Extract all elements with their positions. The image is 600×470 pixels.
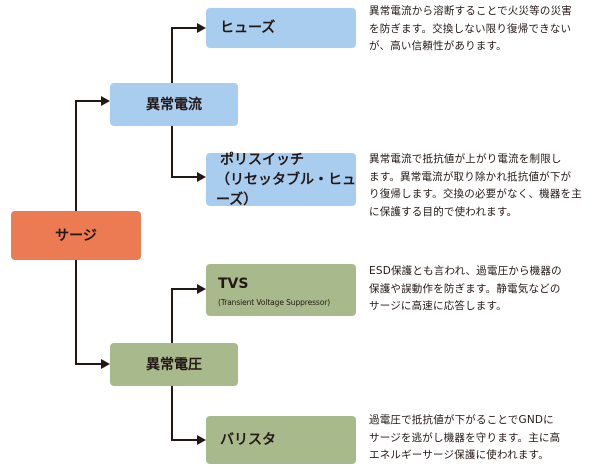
connector-voltage-varistor xyxy=(171,386,200,441)
connector-voltage-tvs xyxy=(171,288,200,343)
node-tvs-fullname: (Transient Voltage Suppressor) xyxy=(218,297,331,307)
description-line: ます。異常電流が取り除かれ抵抗値が下が xyxy=(369,170,572,183)
arrowhead-voltage xyxy=(101,359,110,369)
node-fuse: ヒューズ xyxy=(206,8,356,48)
arrowhead-current xyxy=(101,96,110,106)
arrowhead-tvs xyxy=(197,284,206,294)
node-varistor-label: バリスタ xyxy=(220,432,276,448)
connector-current-polyswitch xyxy=(171,126,200,178)
description-tvs: ESD保護とも言われ、過電圧から機器の 保護や誤動作を防ぎます。静電気などの サ… xyxy=(369,263,591,316)
description-line: に保護する目的で使われます。 xyxy=(369,205,518,218)
arrowhead-varistor xyxy=(197,435,206,445)
description-line: り復帰します。交換の必要がなく、機器を主 xyxy=(369,188,582,200)
description-varistor: 過電圧で抵抗値が下がることでGNDに サージを逃がし機器を守ります。主に高 エネ… xyxy=(369,412,591,465)
node-surge: サージ xyxy=(11,211,141,260)
connector-surge-current xyxy=(75,100,104,211)
connector-surge-voltage xyxy=(75,260,104,365)
description-line: エネルギーサージ保護に使われます。 xyxy=(369,449,549,461)
description-line: 異常電流から溶断することで火災等の災害 xyxy=(369,5,572,17)
node-tvs-label: TVS xyxy=(218,275,249,292)
node-fuse-label: ヒューズ xyxy=(220,20,276,36)
description-line: サージに高速に応答します。 xyxy=(369,300,507,312)
node-abnormal-voltage-label: 異常電圧 xyxy=(146,356,202,373)
arrowhead-polyswitch xyxy=(197,172,206,182)
node-polyswitch-label-line1: ポリスイッチ xyxy=(220,151,304,168)
description-line: が、高い信頼性があります。 xyxy=(369,40,507,52)
node-polyswitch-label-line2: （リセッタブル・ヒューズ） xyxy=(216,171,356,208)
connector-current-fuse xyxy=(171,27,200,83)
description-line: ESD保護とも言われ、過電圧から機器の xyxy=(369,265,562,277)
node-surge-label: サージ xyxy=(55,227,97,244)
description-line: 過電圧で抵抗値が下がることでGNDに xyxy=(369,414,554,426)
node-abnormal-current-label: 異常電流 xyxy=(146,96,202,113)
node-abnormal-current: 異常電流 xyxy=(110,83,238,126)
description-fuse: 異常電流から溶断することで火災等の災害 を防ぎます。交換しない限り復帰できない … xyxy=(369,3,591,56)
node-abnormal-voltage: 異常電圧 xyxy=(110,343,238,386)
description-polyswitch: 異常電流で抵抗値が上がり電流を制限し ます。異常電流が取り除かれ抵抗値が下が り… xyxy=(369,151,591,221)
arrowhead-fuse xyxy=(197,23,206,33)
node-tvs: TVS (Transient Voltage Suppressor) xyxy=(206,264,356,316)
description-line: 異常電流で抵抗値が上がり電流を制限し xyxy=(369,153,562,165)
description-line: 保護や誤動作を防ぎます。静電気などの xyxy=(369,282,561,295)
node-polyswitch: ポリスイッチ （リセッタブル・ヒューズ） xyxy=(206,151,356,208)
node-varistor: バリスタ xyxy=(206,416,356,464)
description-line: サージを逃がし機器を守ります。主に高 xyxy=(369,431,561,444)
description-line: を防ぎます。交換しない限り復帰できない xyxy=(369,22,572,35)
